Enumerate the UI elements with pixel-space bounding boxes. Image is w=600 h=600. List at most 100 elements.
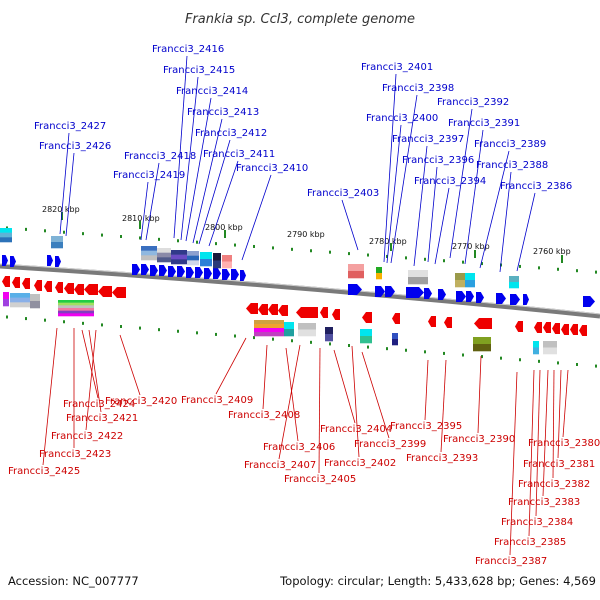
gene-arrow-reverse: [112, 287, 126, 298]
gene-label-bottom: Francci3_2383: [508, 497, 580, 508]
gene-label-top: Francci3_2392: [437, 97, 509, 108]
feature-block: [325, 334, 333, 342]
bottom-tick: [101, 323, 103, 327]
feature-block: [298, 323, 316, 330]
scale-tick: [158, 237, 160, 241]
gene-arrow-reverse: [561, 324, 569, 335]
scale-tick: [101, 233, 103, 237]
bottom-tick: [538, 359, 540, 363]
bottom-tick: [215, 332, 217, 336]
map-title: Frankia sp. CcI3, complete genome: [185, 12, 415, 27]
feature-block: [254, 332, 284, 337]
scale-tick: [348, 252, 350, 256]
feature-block: [543, 341, 557, 348]
leader-line: [59, 132, 70, 235]
gene-arrow-reverse: [74, 284, 84, 295]
feature-block: [473, 337, 491, 345]
leader-line: [542, 369, 549, 497]
major-tick: [474, 250, 476, 258]
feature-block: [376, 267, 382, 274]
feature-block: [254, 320, 284, 325]
bottom-tick: [557, 361, 559, 365]
feature-block: [222, 261, 232, 269]
gene-label-top: Francci3_2414: [176, 86, 248, 97]
feature-block: [157, 257, 171, 263]
feature-block: [187, 260, 199, 266]
scale-label: 2810 kbp: [122, 214, 160, 223]
gene-arrow-forward: [424, 288, 432, 299]
bottom-tick: [120, 325, 122, 328]
leader-line: [173, 55, 188, 239]
gene-arrow-reverse: [444, 317, 452, 328]
gene-label-top: Francci3_2419: [113, 170, 185, 181]
gene-arrow-reverse: [515, 321, 523, 332]
scale-label: 2770 kbp: [452, 242, 490, 251]
bottom-tick: [348, 344, 350, 347]
gene-arrow-forward: [523, 294, 529, 305]
bottom-tick: [44, 318, 46, 322]
gene-arrow-forward: [222, 269, 230, 280]
scale-tick: [576, 269, 578, 273]
feature-block: [254, 324, 284, 329]
gene-arrow-reverse: [278, 305, 288, 316]
bottom-tick: [386, 347, 388, 351]
bottom-tick: [63, 320, 65, 324]
scale-tick: [139, 236, 141, 240]
feature-block: [30, 301, 40, 309]
feature-block: [58, 313, 94, 317]
top-gene-labels: Francci3_2416Francci3_2415Francci3_2414F…: [34, 44, 572, 199]
feature-block: [0, 232, 12, 238]
leader-line: [81, 329, 99, 399]
gene-label-bottom: Francci3_2404: [320, 424, 392, 435]
leader-line: [386, 124, 402, 264]
bottom-tick: [139, 326, 141, 330]
feature-block: [348, 264, 364, 272]
gene-arrow-reverse: [474, 318, 492, 329]
feature-block: [58, 302, 94, 306]
scale-tick: [215, 242, 217, 246]
gene-arrow-forward: [150, 265, 158, 276]
gene-arrow-reverse: [579, 325, 587, 336]
gene-label-top: Francci3_2396: [402, 155, 474, 166]
major-tick: [139, 221, 141, 229]
bottom-tick: [424, 350, 426, 354]
feature-block: [51, 236, 63, 243]
leader-line: [528, 369, 535, 537]
backbone-highlight: [0, 263, 600, 315]
leader-line: [262, 344, 268, 410]
scale-tick: [291, 247, 293, 251]
bottom-tick: [234, 334, 236, 338]
feature-block: [348, 271, 364, 279]
bottom-tick: [291, 339, 293, 343]
scale-tick: [519, 264, 521, 268]
leader-line: [361, 351, 390, 439]
scale-tick: [253, 244, 255, 248]
genome-backbone: [0, 263, 600, 319]
scale-tick: [595, 270, 597, 274]
bottom-tick: [481, 355, 483, 359]
feature-block: [465, 273, 475, 281]
gene-arrow-forward: [132, 264, 140, 275]
gene-arrow-reverse: [543, 322, 551, 333]
feature-block: [298, 329, 316, 337]
scale-tick: [481, 262, 483, 266]
leader-line: [341, 199, 359, 251]
bottom-tick: [329, 342, 331, 346]
feature-block: [533, 347, 539, 355]
gene-arrow-forward: [231, 269, 239, 280]
scale-label: 2790 kbp: [287, 230, 325, 239]
gene-label-top: Francci3_2400: [366, 113, 438, 124]
feature-block: [157, 252, 171, 258]
scale-tick: [538, 266, 540, 270]
leader-line: [85, 329, 97, 431]
major-tick: [390, 243, 392, 251]
gene-arrow-forward: [456, 291, 466, 302]
leader-line: [479, 150, 510, 269]
leader-line: [434, 187, 450, 265]
leader-line: [285, 347, 299, 442]
scale-tick: [329, 250, 331, 254]
gene-arrow-forward: [476, 292, 484, 303]
scale-tick: [25, 227, 27, 231]
leader-line: [42, 327, 58, 466]
